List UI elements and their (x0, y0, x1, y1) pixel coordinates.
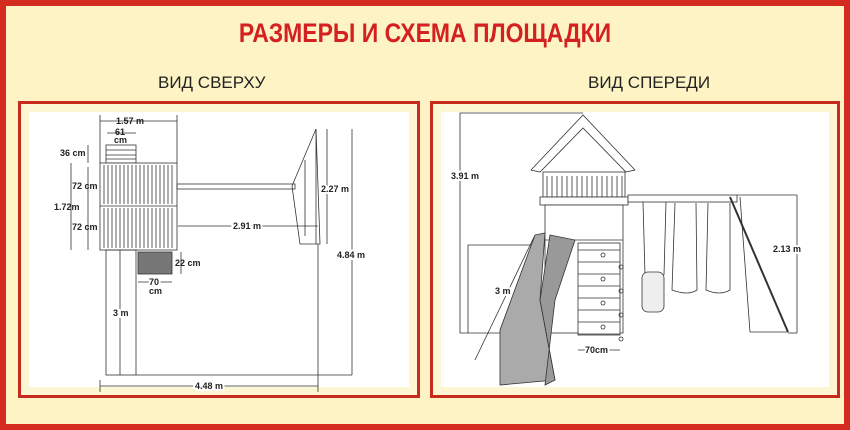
dim-wall-width: 70 (149, 277, 159, 287)
swing-1 (671, 202, 698, 294)
dim-length-total: 4.48 m (195, 381, 223, 391)
slide (105, 249, 137, 376)
swing-beam (627, 194, 738, 203)
dim-height: 3.91 m (451, 171, 479, 181)
swing-2 (705, 202, 731, 294)
dim-deck-part2: 72 cm (72, 222, 98, 232)
deck (99, 162, 178, 251)
dim-wall-width-unit: cm (149, 286, 162, 296)
dim-swing-height: 2.13 m (773, 244, 801, 254)
dim-aframe: 2.27 m (321, 184, 349, 194)
dim-ladder-depth: 36 cm (60, 148, 86, 158)
top-view-label: ВИД СВЕРХУ (158, 73, 266, 92)
dim-depth-total: 4.84 m (337, 250, 365, 260)
swing-beam (176, 183, 296, 190)
dim-slide: 3 m (113, 308, 129, 318)
dim-front-wall-width: 70cm (585, 345, 608, 355)
top-view-panel (18, 101, 420, 398)
climbing-wall (577, 242, 621, 336)
a-frame (291, 128, 321, 245)
toddler-swing (641, 271, 665, 313)
dim-ladder-width: 61 (115, 127, 125, 137)
dim-ladder-width-unit: cm (114, 135, 127, 145)
dim-beam: 2.91 m (233, 221, 261, 231)
dim-deck-part1: 72 cm (72, 181, 98, 191)
front-view-label: ВИД СПЕРЕДИ (588, 73, 711, 92)
dim-wall-depth: 22 cm (175, 258, 201, 268)
dim-deck-total: 1.72m (54, 202, 80, 212)
page-title: РАЗМЕРЫ И СХЕМА ПЛОЩАДКИ (238, 18, 612, 48)
dim-front-slide: 3 m (495, 286, 511, 296)
climbing-wall (137, 251, 173, 275)
dim-top-width: 1.57 m (116, 116, 144, 126)
